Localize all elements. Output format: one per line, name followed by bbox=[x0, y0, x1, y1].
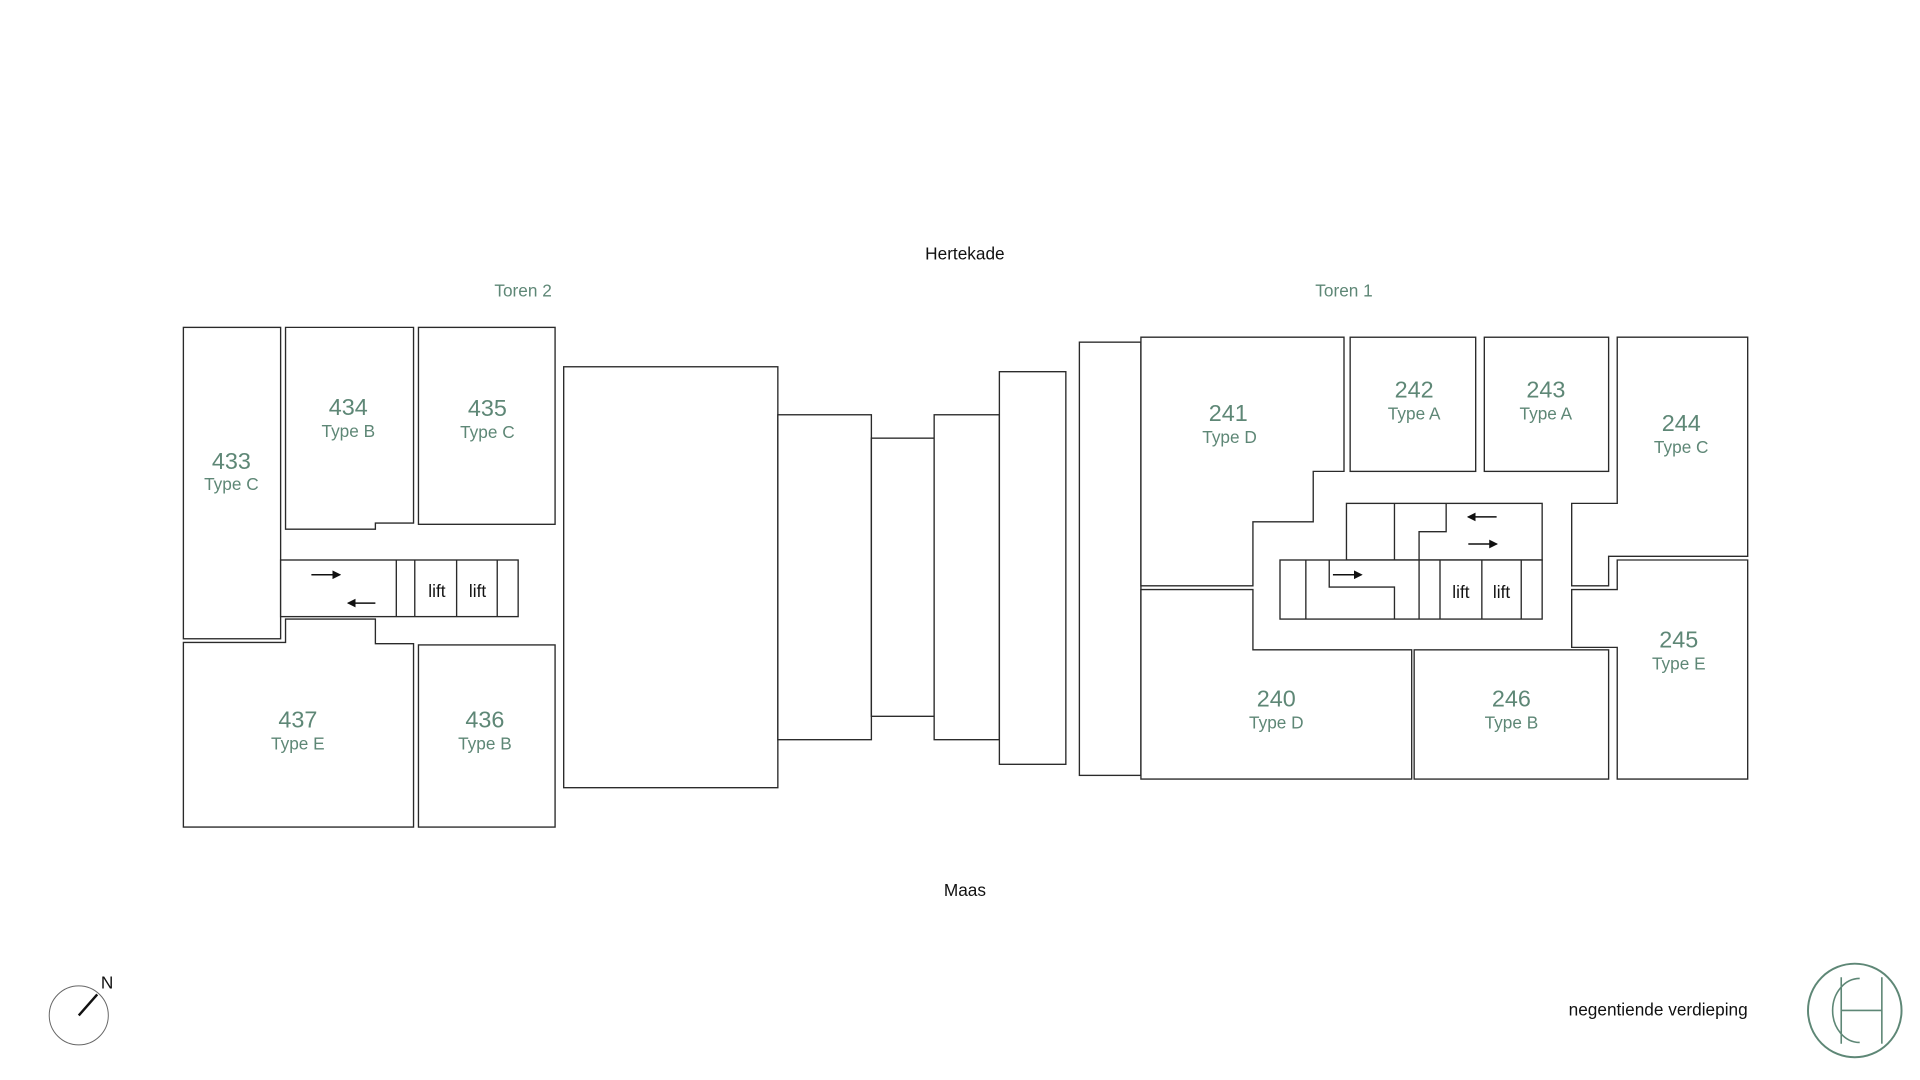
apartment-type: Type C bbox=[204, 474, 259, 494]
apartment-number: 433 bbox=[212, 448, 251, 474]
apartment-242[interactable]: 242 Type A bbox=[1349, 336, 1477, 473]
apartment-243[interactable]: 243 Type A bbox=[1483, 336, 1610, 473]
ch-logo-icon bbox=[1807, 962, 1903, 1059]
apartment-type: Type A bbox=[1520, 404, 1573, 424]
apartment-433[interactable]: 433 Type C bbox=[182, 326, 282, 640]
apartment-number: 244 bbox=[1662, 410, 1701, 436]
apartment-type: Type E bbox=[271, 734, 325, 754]
tower-1-side-block bbox=[1078, 341, 1142, 777]
apartment-number: 436 bbox=[465, 706, 504, 732]
apartment-240[interactable]: 240 Type D bbox=[1140, 588, 1413, 780]
apartment-241[interactable]: 241 Type D bbox=[1140, 336, 1345, 587]
tower-1-label: Toren 1 bbox=[1315, 281, 1372, 301]
core-tower-1: lift lift bbox=[1279, 502, 1543, 620]
apartment-type: Type A bbox=[1388, 404, 1441, 424]
apartment-type: Type B bbox=[1485, 713, 1539, 733]
apartment-number: 245 bbox=[1659, 626, 1698, 652]
core-tower-2: lift lift bbox=[279, 559, 519, 618]
apartment-type: Type B bbox=[458, 734, 512, 754]
apartment-436[interactable]: 436 Type B bbox=[417, 644, 556, 828]
apartment-244[interactable]: 244 Type C bbox=[1571, 336, 1749, 587]
apartment-number: 437 bbox=[278, 706, 317, 732]
tower-2-label: Toren 2 bbox=[494, 281, 551, 301]
apartment-number: 242 bbox=[1395, 377, 1434, 403]
apartment-number: 243 bbox=[1526, 377, 1565, 403]
apartment-type: Type C bbox=[1654, 437, 1709, 457]
lift-label: lift bbox=[428, 581, 445, 601]
river-label: Maas bbox=[944, 880, 986, 900]
apartment-number: 434 bbox=[329, 394, 368, 420]
apartment-number: 241 bbox=[1209, 400, 1248, 426]
apartment-434[interactable]: 434 Type B bbox=[284, 326, 415, 530]
apartment-435[interactable]: 435 Type C bbox=[417, 326, 556, 525]
apartment-number: 240 bbox=[1257, 685, 1296, 711]
lift-label: lift bbox=[469, 581, 486, 601]
apartment-437[interactable]: 437 Type E bbox=[182, 618, 415, 828]
apartment-number: 435 bbox=[468, 395, 507, 421]
floor-label: negentiende verdieping bbox=[1569, 999, 1748, 1019]
apartment-number: 246 bbox=[1492, 685, 1531, 711]
compass-north-label: N bbox=[101, 972, 113, 992]
apartment-type: Type C bbox=[460, 422, 515, 442]
compass-icon: N bbox=[48, 972, 113, 1046]
street-label: Hertekade bbox=[925, 244, 1004, 264]
lift-label: lift bbox=[1452, 582, 1469, 602]
lift-label: lift bbox=[1493, 582, 1510, 602]
apartment-type: Type D bbox=[1202, 427, 1257, 447]
apartment-type: Type E bbox=[1652, 654, 1706, 674]
apartment-245[interactable]: 245 Type E bbox=[1571, 559, 1749, 780]
apartment-246[interactable]: 246 Type B bbox=[1413, 649, 1610, 780]
middle-building bbox=[563, 366, 1067, 789]
apartment-type: Type D bbox=[1249, 713, 1304, 733]
apartment-type: Type B bbox=[322, 421, 376, 441]
